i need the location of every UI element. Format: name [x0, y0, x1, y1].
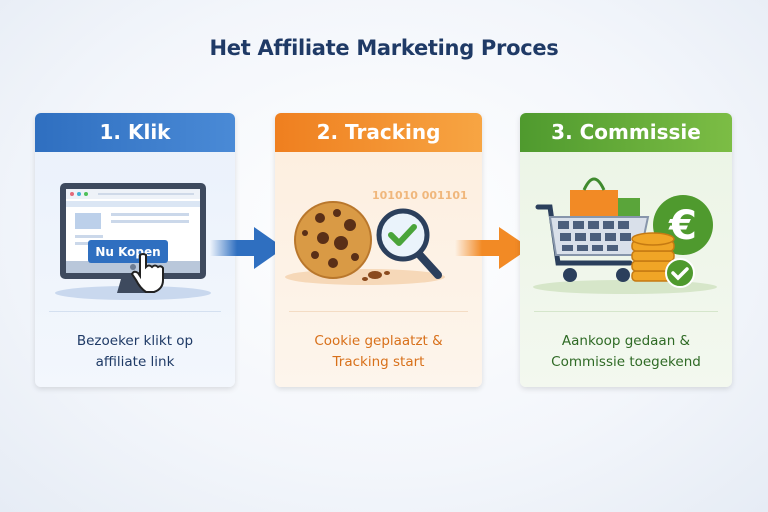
- shopping-illustration: €: [533, 177, 717, 294]
- step-caption: Aankoop gedaan & Commissie toegekend: [520, 331, 732, 373]
- caption-line: Tracking start: [332, 354, 425, 370]
- cookie-icon: [294, 201, 372, 279]
- computer-monitor-icon: Nu Kopen: [55, 183, 211, 300]
- step-card-commissie: 3. Commissie € Aankoop gedaan & Commissie…: [520, 113, 732, 387]
- checkmark-icon: [388, 224, 417, 246]
- step-header: 2. Tracking: [275, 113, 482, 152]
- caption-line: Commissie toegekend: [551, 354, 701, 370]
- checkmark-icon: [671, 267, 689, 281]
- divider: [534, 311, 718, 312]
- coin-stack-icon: [631, 232, 675, 282]
- caption-line: Cookie geplaatzt &: [314, 333, 443, 349]
- hand-pointer-icon: [130, 253, 164, 293]
- divider: [49, 311, 221, 312]
- step-caption: Cookie geplaatzt & Tracking start: [275, 331, 482, 373]
- caption-line: Aankoop gedaan &: [561, 333, 691, 349]
- arrow-right-icon: [210, 227, 284, 269]
- cookie-tracking-illustration: 101010 001101: [285, 189, 468, 285]
- buy-now-button: [88, 240, 168, 263]
- arrow-right-icon: [455, 227, 530, 269]
- caption-line: affiliate link: [95, 354, 175, 370]
- page-title: Het Affiliate Marketing Proces: [209, 36, 559, 60]
- step-card-tracking: 2. Tracking 101010 001101 Cookie geplaat…: [275, 113, 482, 387]
- divider: [289, 311, 468, 312]
- step-header: 1. Klik: [35, 113, 235, 152]
- step-card-klik: 1. Klik Nu Kopen Bezoeker klikt op affili…: [35, 113, 235, 387]
- step-header: 3. Commissie: [520, 113, 732, 152]
- buy-now-label: Nu Kopen: [95, 245, 160, 259]
- binary-text: 101010 001101: [372, 189, 468, 202]
- step-caption: Bezoeker klikt op affiliate link: [35, 331, 235, 373]
- shopping-cart-icon: [535, 204, 650, 282]
- caption-line: Bezoeker klikt op: [76, 333, 194, 349]
- magnifier-check-icon: [376, 208, 442, 279]
